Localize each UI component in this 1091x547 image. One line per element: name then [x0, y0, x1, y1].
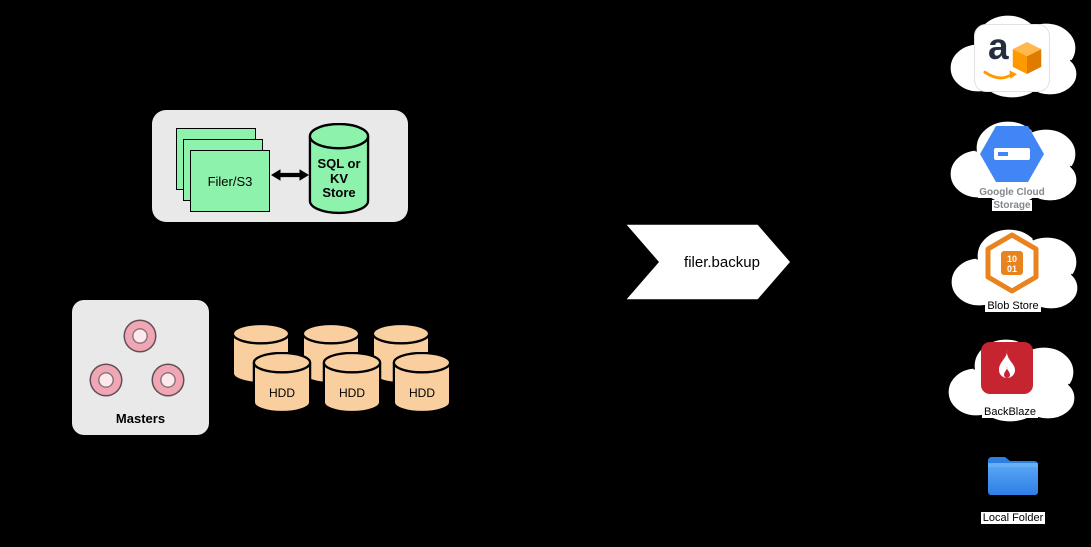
filer-node: Filer/S3: [190, 150, 270, 212]
blob-store-label: Blob Store: [985, 300, 1041, 312]
google-cloud-storage-icon: [980, 126, 1044, 182]
amazon-smile-icon: [983, 70, 1017, 80]
masters-label: Masters: [115, 411, 166, 426]
hdd-label: HDD: [269, 386, 295, 400]
aws-cube-icon: [1012, 42, 1042, 74]
blob-store-icon: 10 01: [985, 232, 1039, 294]
blob-binary-top: 10: [1007, 254, 1017, 264]
hdd-label: HDD: [339, 386, 365, 400]
cloud-google-cloud-storage: Google Cloud Storage: [936, 112, 1088, 212]
flame-icon: [999, 350, 1015, 378]
filer-cluster-panel: Filer/S3 SQL or KV Store: [152, 110, 408, 222]
cloud-backblaze: BackBlaze: [934, 330, 1086, 430]
hdd-cylinder-icon: [392, 352, 452, 414]
double-arrow-icon: [271, 169, 309, 181]
cloud-aws-s3: a: [936, 6, 1088, 106]
hdd-cylinder-icon: [252, 352, 312, 414]
backblaze-icon: [981, 342, 1033, 394]
backblaze-label: BackBlaze: [982, 406, 1038, 418]
hdd-label: HDD: [409, 386, 435, 400]
master-node-icon: [153, 365, 183, 395]
amazon-a-letter: a: [988, 26, 1009, 67]
hdd-cylinder-icon: [322, 352, 382, 414]
masters-panel: Masters: [72, 300, 209, 435]
filer-backup-arrow: filer.backup: [625, 224, 791, 300]
local-folder-label: Local Folder: [980, 512, 1046, 524]
filer-label: Filer/S3: [207, 173, 253, 189]
master-node-icon: [125, 321, 155, 351]
sql-kv-store-node: SQL or KV Store: [308, 123, 370, 216]
local-folder-icon: [988, 457, 1038, 495]
aws-s3-icon: a: [974, 24, 1050, 92]
arrow-banner-shape: [625, 224, 791, 300]
gcs-label: Google Cloud Storage: [978, 187, 1046, 211]
master-node-icon: [91, 365, 121, 395]
store-label: SQL or KV Store: [317, 155, 361, 201]
cloud-blob-store: 10 01 Blob Store: [937, 220, 1089, 320]
blob-binary-bottom: 01: [1007, 264, 1017, 274]
backup-arrow-label: filer.backup: [684, 253, 760, 271]
